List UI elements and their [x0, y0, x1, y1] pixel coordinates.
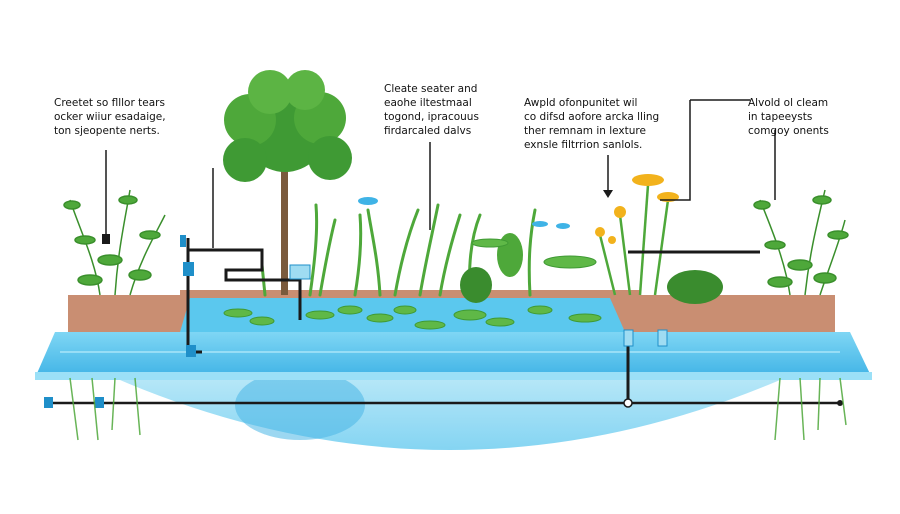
bush [667, 270, 723, 304]
fish-icon [358, 197, 570, 229]
callout-center-line: eaohe iltestmaal [384, 97, 472, 109]
water-pump-icon [289, 264, 668, 347]
callout-left-line: Creetet so flllor tears [54, 97, 165, 109]
callout-right-center-line: co difsd aofore arcka lling [524, 111, 660, 123]
tree-reflection [235, 370, 365, 440]
right-plant-cluster [753, 189, 849, 296]
callout-left: Creetet so flllor tears ocker wiiur esad… [54, 96, 166, 138]
pond-reeds [260, 203, 537, 297]
right-soil-bank [605, 295, 835, 332]
callout-right: Alvold ol cleam in tapeeysts comgoy onen… [748, 96, 829, 138]
pond-bowl [120, 380, 780, 450]
callout-right-center-line: ther remnam in lexture [524, 125, 646, 137]
mid-soil-bank [180, 290, 640, 300]
left-plant-cluster [63, 189, 166, 296]
callout-right-center-line: Awpld ofonpunitet wil [524, 97, 638, 109]
callout-center-line: togond, ipracouus [384, 111, 479, 123]
callout-left-line: ocker wiiur esadaige, [54, 111, 166, 123]
leader-right-center-box [660, 99, 750, 201]
pond-water-edge [35, 372, 872, 380]
callout-right-line: comgoy onents [748, 125, 829, 137]
callout-left-line: ton sjeopente nerts. [54, 125, 160, 137]
junction-node [623, 398, 633, 408]
endpoint-node [837, 400, 843, 406]
arrow-head [603, 190, 613, 198]
callout-center-line: Cleate seater and [384, 83, 478, 95]
water-plant-leaf [460, 267, 492, 303]
pond-water-surface [35, 332, 872, 378]
tree-trunk [281, 170, 288, 295]
tree-icon [223, 70, 352, 295]
callout-right-line: in tapeeysts [748, 111, 813, 123]
callout-center: Cleate seater and eaohe iltestmaal togon… [384, 82, 479, 138]
plant-reflections [69, 377, 847, 441]
callout-right-center-line: exnsle filtrrion sanlols. [524, 139, 643, 151]
callout-center-line: firdarcaled dalvs [384, 125, 472, 137]
top-pipe [188, 248, 302, 320]
leader-marker [102, 234, 110, 244]
left-soil-bank [68, 295, 215, 332]
valve-icon [44, 235, 196, 408]
callout-right-center: Awpld ofonpunitet wil co difsd aofore ar… [524, 96, 659, 152]
lily-pads [223, 238, 602, 330]
callout-right-line: Alvold ol cleam [748, 97, 829, 109]
flower-icon [595, 174, 679, 296]
callout-leaders [105, 99, 776, 248]
